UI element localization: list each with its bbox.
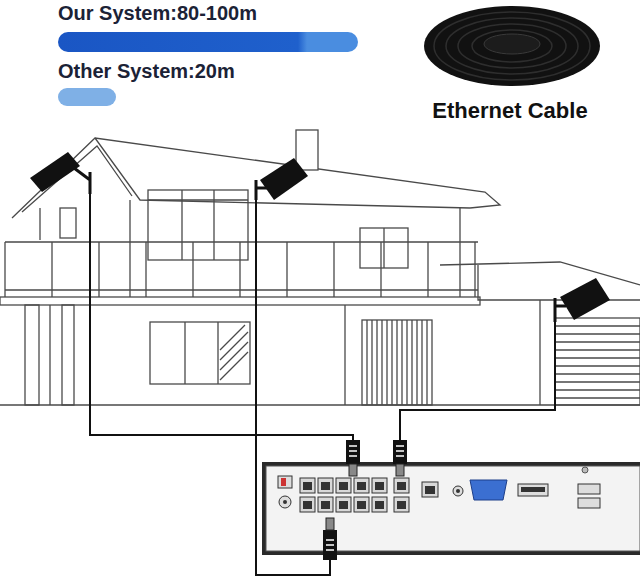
- camera: [555, 278, 610, 322]
- legend-text: Other System:20m: [58, 60, 235, 83]
- nvr-recorder: [262, 462, 640, 555]
- camera: [30, 152, 90, 194]
- cable-coil: [424, 6, 600, 86]
- range-bar: [58, 88, 116, 106]
- camera: [256, 158, 308, 200]
- range-bar: [58, 32, 358, 52]
- house-drawing: [0, 130, 640, 405]
- rj45-plug: [393, 440, 407, 476]
- rj45-plug: [346, 440, 360, 476]
- legend-text: Our System:80-100m: [58, 2, 257, 25]
- rj45-plug: [323, 518, 337, 560]
- caption-label: Ethernet Cable: [432, 98, 587, 123]
